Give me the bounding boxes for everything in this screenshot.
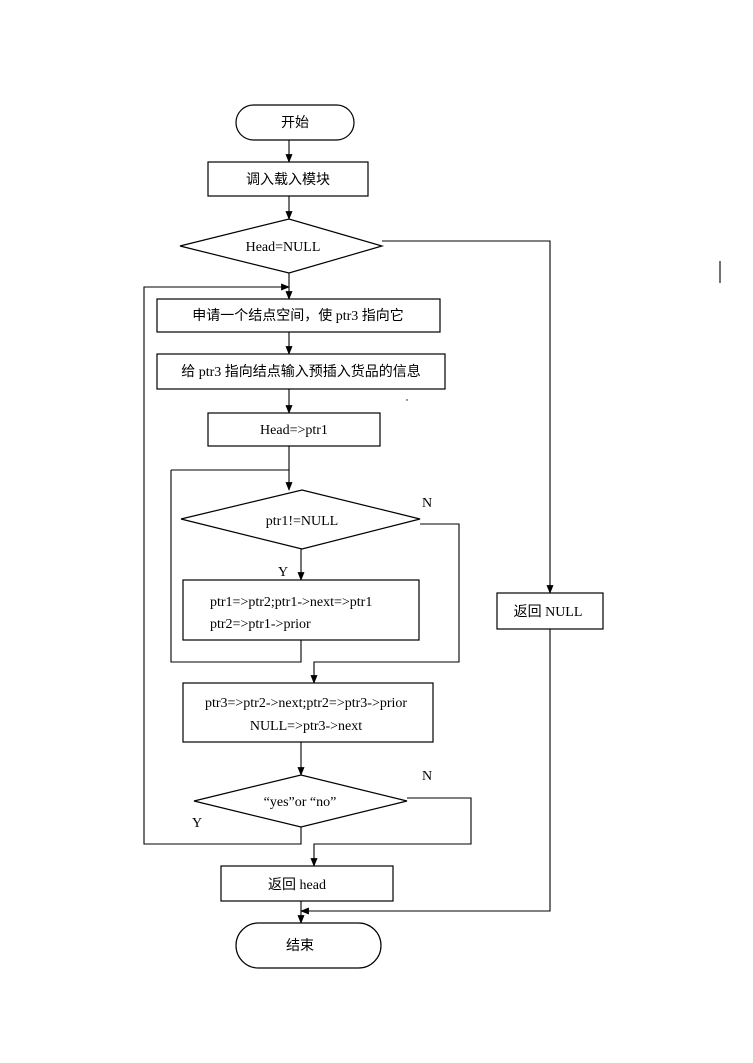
link-line-1: ptr3=>ptr2->next;ptr2=>ptr3->prior xyxy=(205,696,407,711)
ptr1-not-null-label: ptr1!=NULL xyxy=(266,514,338,529)
head-null-diamond xyxy=(179,218,385,274)
stray-dot xyxy=(406,399,408,401)
ptr1-not-null-decision: ptr1!=NULL N Y xyxy=(180,489,432,580)
edge-traverse-loop-back xyxy=(170,470,302,663)
end-node: 结束 xyxy=(235,922,382,969)
traverse-box xyxy=(182,579,420,641)
edge-head-null-to-return-null xyxy=(382,240,554,594)
ptr1-not-null-diamond xyxy=(180,489,421,550)
start-node: 开始 xyxy=(235,104,355,141)
return-null-box xyxy=(496,592,604,630)
input-info-label: 给 ptr3 指向结点输入预插入货品的信息 xyxy=(181,363,421,380)
yes-no-no-label: N xyxy=(422,769,432,784)
yes-no-label: “yes”or “no” xyxy=(264,795,337,810)
edge-ptr1-check-no-to-link xyxy=(310,523,460,684)
edge-yes-loop-to-alloc xyxy=(143,283,302,845)
traverse-line-1: ptr1=>ptr2;ptr1->next=>ptr1 xyxy=(210,595,372,610)
edge-return-null-to-end xyxy=(300,629,551,915)
return-head-label: 返回 head xyxy=(268,877,326,893)
start-terminal xyxy=(235,104,355,141)
yes-no-diamond xyxy=(193,774,408,828)
end-terminal xyxy=(235,922,382,969)
head-null-decision: Head=NULL xyxy=(179,218,385,274)
ptr1-check-no-label: N xyxy=(422,496,432,511)
yes-no-decision: “yes”or “no” N Y xyxy=(192,769,432,831)
input-info-node: 给 ptr3 指向结点输入预插入货品的信息 xyxy=(156,353,446,390)
link-box xyxy=(182,682,434,743)
link-node: ptr3=>ptr2->next;ptr2=>ptr3->prior NULL=… xyxy=(182,682,434,743)
load-module-label: 调入载入模块 xyxy=(246,172,330,188)
head-null-label: Head=NULL xyxy=(246,240,321,255)
alloc-node-box xyxy=(156,298,441,333)
traverse-node: ptr1=>ptr2;ptr1->next=>ptr1 ptr2=>ptr1->… xyxy=(182,579,420,641)
link-line-2: NULL=>ptr3->next xyxy=(250,719,362,734)
alloc-node-label: 申请一个结点空间，使 ptr3 指向它 xyxy=(192,307,404,324)
start-label: 开始 xyxy=(281,115,309,131)
load-module-node: 调入载入模块 xyxy=(207,161,369,197)
return-head-node: 返回 head xyxy=(220,865,394,902)
return-null-node: 返回 NULL xyxy=(496,592,604,630)
load-module-box xyxy=(207,161,369,197)
connectors xyxy=(143,140,721,924)
alloc-node: 申请一个结点空间，使 ptr3 指向它 xyxy=(156,298,441,333)
head-ptr1-box xyxy=(207,412,381,447)
traverse-line-2: ptr2=>ptr1->prior xyxy=(210,617,311,632)
return-head-box xyxy=(220,865,394,902)
yes-no-yes-label: Y xyxy=(192,816,202,831)
return-null-label: 返回 NULL xyxy=(514,604,583,620)
head-ptr1-node: Head=>ptr1 xyxy=(207,412,381,447)
head-ptr1-label: Head=>ptr1 xyxy=(260,423,328,438)
edge-no-to-return-head xyxy=(310,797,472,867)
end-label: 结束 xyxy=(286,938,314,954)
input-info-box xyxy=(156,353,446,390)
ptr1-check-yes-label: Y xyxy=(278,565,288,580)
